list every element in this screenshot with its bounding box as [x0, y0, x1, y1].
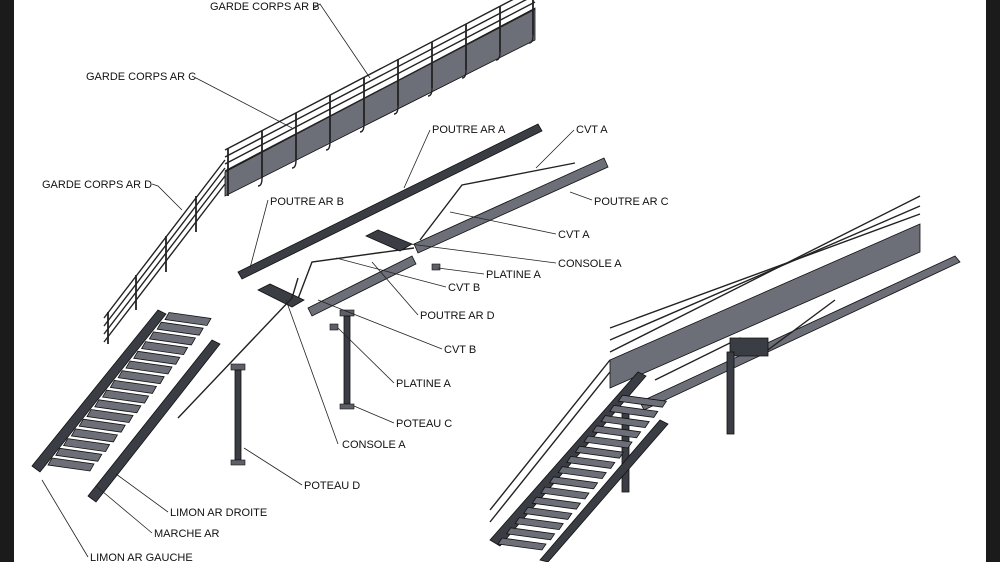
- handrail-part: [177, 277, 299, 419]
- limon-ar-gauche-part: [31, 309, 167, 473]
- label-marche-ar: MARCHE AR: [154, 528, 219, 540]
- step-tread: [574, 445, 625, 459]
- platine-a-right-part: [431, 263, 441, 271]
- label-cvt-b: CVT B: [444, 344, 476, 356]
- callout-labels: GARDE CORPS AR B GARDE CORPS AR C GARDE …: [42, 1, 669, 562]
- console-a-part: [257, 283, 305, 308]
- step-tread: [497, 537, 547, 551]
- step-tread: [591, 425, 642, 439]
- step-tread: [117, 370, 165, 385]
- step-tread: [583, 435, 633, 449]
- limon-ar-droite-part: [87, 339, 221, 503]
- step-tread: [600, 415, 650, 429]
- step-tread: [101, 389, 150, 404]
- assembled-stair: [489, 195, 961, 562]
- step-tread: [617, 394, 668, 408]
- step-tread: [566, 455, 616, 469]
- step-tread: [156, 321, 204, 336]
- label-poutre-ar-c: POUTRE AR C: [594, 196, 669, 208]
- label-console-a-right: CONSOLE A: [558, 258, 622, 270]
- poutre-ar-a-part: [237, 123, 543, 280]
- label-platine-a-right: PLATINE A: [486, 269, 541, 281]
- label-poutre-ar-a: POUTRE AR A: [432, 124, 506, 136]
- label-cvt-a: CVT A: [558, 229, 590, 241]
- platine-a-part: [329, 323, 339, 331]
- poteau-d-part: [230, 363, 246, 466]
- step-tread: [140, 341, 189, 356]
- cvt-a-part: [419, 162, 576, 241]
- label-platine-a: PLATINE A: [396, 378, 451, 390]
- step-tread: [109, 379, 158, 394]
- step-tread: [86, 409, 134, 423]
- garde-corps-ar-d-part: [103, 159, 226, 344]
- poutre-ar-c-part: [413, 157, 609, 254]
- label-cvt-b-top: CVT B: [448, 282, 480, 294]
- step-tread: [94, 399, 142, 414]
- step-tread: [523, 506, 573, 520]
- step-tread: [47, 457, 95, 472]
- step-tread: [125, 360, 173, 375]
- step-tread: [55, 447, 103, 462]
- label-poutre-ar-d: POUTRE AR D: [420, 310, 495, 322]
- step-tread: [78, 418, 126, 433]
- marche-ar-steps: [47, 312, 212, 472]
- step-tread: [164, 312, 212, 326]
- poteau-c-part: [339, 309, 355, 410]
- poutre-ar-d-part: [307, 255, 417, 317]
- step-tread: [505, 527, 556, 541]
- label-garde-corps-ar-d: GARDE CORPS AR D: [42, 179, 152, 191]
- step-tread: [133, 350, 181, 365]
- label-poteau-c: POTEAU C: [396, 418, 452, 430]
- label-limon-ar-droite: LIMON AR DROITE: [170, 507, 267, 519]
- step-tread: [62, 438, 111, 453]
- label-poutre-ar-b: POUTRE AR B: [270, 196, 344, 208]
- step-tread: [531, 496, 582, 510]
- step-tread: [548, 476, 599, 490]
- label-poteau-d: POTEAU D: [304, 480, 360, 492]
- step-tread: [148, 331, 197, 346]
- label-garde-corps-ar-c: GARDE CORPS AR C: [86, 71, 196, 83]
- label-limon-ar-gauche: LIMON AR GAUCHE: [90, 552, 193, 562]
- console-a-right-part: [365, 229, 413, 252]
- cvt-b-part: [295, 247, 415, 305]
- garde-corps-ar-b-c-part: [224, 0, 536, 197]
- step-tread: [557, 466, 607, 480]
- label-garde-corps-ar-b: GARDE CORPS AR B: [210, 1, 319, 13]
- label-console-a: CONSOLE A: [342, 439, 406, 451]
- leader-lines: [41, 3, 593, 558]
- label-cvt-a-top: CVT A: [576, 124, 608, 136]
- step-tread: [609, 404, 659, 418]
- step-tread: [540, 486, 590, 500]
- step-tread: [514, 517, 564, 531]
- step-tread: [70, 428, 119, 443]
